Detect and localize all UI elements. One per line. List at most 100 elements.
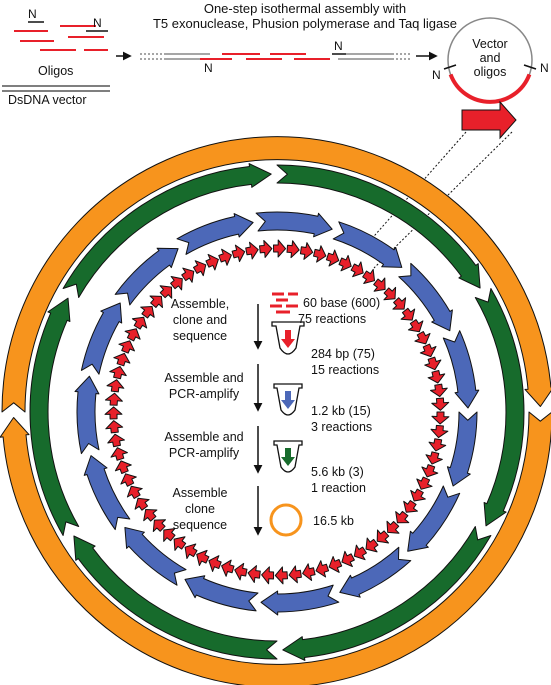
step1-action-line1: Assemble, (171, 297, 229, 311)
step1-action-line3: sequence (173, 329, 227, 343)
red-fragment-arrow (109, 365, 127, 380)
red-fragment-arrow (362, 268, 375, 284)
step4-size: 5.6 kb (3) (311, 465, 364, 479)
step4-action-line2: clone (185, 502, 215, 516)
tube-red-icon (271, 321, 305, 355)
red-fragment-arrow (105, 420, 124, 434)
red-fragment-arrow (383, 286, 397, 301)
red-fragment-arrow (104, 406, 123, 420)
red-fragment-arrow (403, 500, 418, 513)
red-fragment-arrow (392, 297, 407, 310)
red-fragment-arrow (376, 529, 390, 544)
red-fragment-arrow (421, 464, 439, 478)
oligos-label: Oligos (38, 64, 73, 78)
step3-reactions: 3 reactions (311, 420, 372, 434)
red-fragment-arrow (120, 473, 137, 487)
red-fragment-arrow (338, 254, 352, 272)
dsdna-vector-graphic (2, 85, 110, 92)
circle-label-vector: Vector (472, 37, 507, 51)
red-fragment-arrow (328, 556, 343, 573)
step4-action-line3: sequence (173, 518, 227, 532)
red-fragment-arrow (424, 356, 442, 371)
red-fragment-arrow (350, 261, 364, 278)
blue-fragment-arrow (332, 221, 403, 268)
red-fragment-arrow (261, 566, 275, 585)
red-fragment-arrow (430, 383, 448, 398)
red-fragment-arrow (365, 537, 379, 553)
green-fragment-arrow (282, 526, 492, 661)
step3-action-line2: PCR-amplify (169, 446, 240, 460)
red-fragment-arrow (196, 549, 210, 566)
assembled-vector-circle (443, 17, 537, 104)
red-fragment-arrow (373, 277, 386, 292)
step2-reactions: 15 reactions (311, 363, 379, 377)
red-fragment-arrow (427, 370, 446, 384)
red-fragment-arrow (231, 244, 246, 263)
red-fragment-arrow (299, 242, 314, 260)
red-fragment-arrow (205, 253, 219, 271)
red-fragment-arrow (400, 307, 416, 321)
oligo-pool-graphic (14, 21, 108, 51)
red-fragment-arrow (288, 565, 302, 584)
red-fragment-arrow-icon (461, 100, 517, 140)
assembly-intermediate-graphic (140, 53, 410, 60)
tube-blue-icon (273, 383, 303, 416)
green-fragment-arrow (62, 163, 272, 298)
red-fragment-arrow (163, 528, 176, 542)
red-fragment-arrow (325, 249, 340, 267)
red-fragment-arrow (273, 239, 287, 258)
step1-size: 60 base (600) (303, 296, 380, 310)
blue-fragment-arrow (74, 375, 100, 455)
green-fragment-arrow (474, 288, 525, 527)
step2-action-line2: PCR-amplify (169, 387, 240, 401)
red-fragment-arrow (386, 520, 400, 534)
assembly-rings (0, 136, 551, 685)
tube-green-icon (273, 440, 303, 473)
red-fragment-arrow (107, 433, 125, 448)
red-fragment-arrow (414, 331, 431, 345)
red-fragment-arrow (302, 563, 316, 581)
red-fragment-arrow (159, 285, 173, 299)
red-fragment-arrow (170, 276, 183, 291)
red-fragment-arrow (247, 565, 261, 583)
red-fragment-arrow (193, 260, 207, 277)
red-fragment-arrow (416, 476, 433, 490)
plasmid-circle-icon (269, 503, 303, 537)
red-fragment-arrow (184, 543, 198, 559)
green-fragment-arrow (276, 164, 481, 289)
blue-fragment-arrow (260, 584, 340, 616)
red-fragment-arrow (126, 485, 143, 499)
step3-size: 1.2 kb (15) (311, 404, 371, 418)
red-fragment-arrow (353, 544, 367, 561)
step2-size: 284 bp (75) (311, 347, 375, 361)
step5-size: 16.5 kb (313, 514, 354, 528)
blue-fragment-arrow (80, 302, 123, 375)
red-fragment-arrow (124, 328, 141, 342)
step2-action-line1: Assemble and (164, 371, 243, 385)
blue-fragment-arrow (442, 330, 480, 409)
red-fragment-arrow (140, 306, 155, 319)
red-fragment-arrow (152, 519, 166, 532)
red-fragment-arrow (259, 240, 273, 258)
green-fragment-arrow (73, 535, 278, 660)
assembly-title-line2: T5 exonuclease, Phusion polymerase and T… (153, 16, 457, 31)
blue-fragment-arrow (446, 411, 478, 487)
red-fragment-arrow (425, 451, 443, 465)
red-fragment-arrow (134, 497, 150, 511)
red-fragment-arrow (315, 560, 330, 578)
oligo-dashes-icon (270, 292, 298, 314)
red-fragment-arrow (173, 536, 187, 551)
red-fragment-arrow (218, 248, 232, 266)
red-fragment-arrow (113, 352, 131, 367)
red-fragment-arrow (274, 566, 288, 585)
red-fragment-arrow (407, 319, 424, 333)
assembly-title-line1: One-step isothermal assembly with (204, 1, 406, 16)
red-fragment-arrow (419, 343, 437, 358)
circle-label-oligos: oligos (474, 65, 507, 79)
red-fragment-arrow (149, 295, 163, 308)
red-fragment-arrow (104, 392, 123, 406)
blue-fragment-arrow (255, 211, 333, 238)
oligo-end-marker-2: N (93, 16, 102, 30)
red-fragment-arrow (234, 562, 248, 581)
